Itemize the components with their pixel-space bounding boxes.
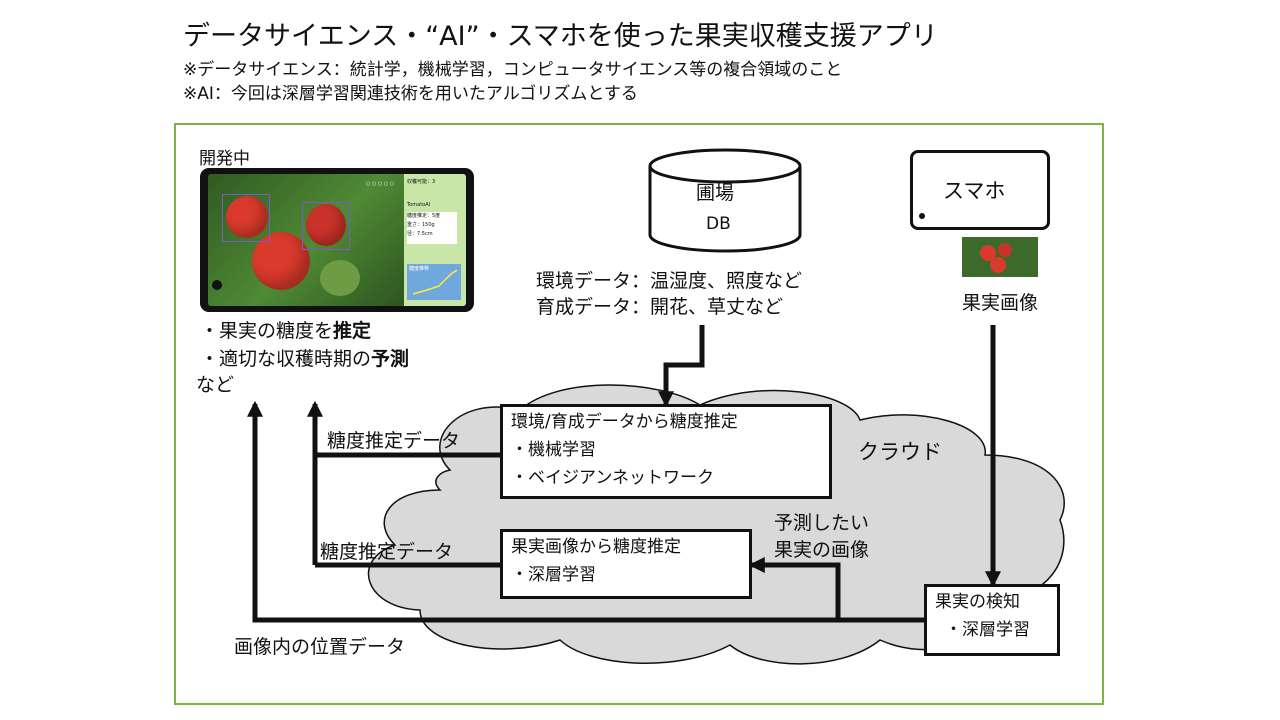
image-estimation-box: 果実画像から糖度推定 ・深層学習: [500, 529, 752, 599]
fruit-detection-title: 果実の検知: [935, 592, 1020, 612]
page-title: データサイエンス・“AI”・スマホを使った果実収穫支援アプリ: [183, 21, 938, 52]
app-feature-1: ・果実の糖度を推定: [200, 320, 372, 342]
smartphone-label: スマホ: [943, 179, 1006, 203]
fruit-photo: [962, 237, 1038, 277]
app-status-label: 開発中: [199, 149, 250, 169]
diagram-panel: [174, 123, 1104, 705]
smartphone-device: スマホ: [910, 150, 1050, 230]
app-feature-etc: など: [196, 374, 235, 396]
db-sub: DB: [706, 214, 731, 234]
predict-image-label-2: 果実の画像: [774, 539, 870, 561]
camera-dot: [212, 280, 222, 290]
fruit-image-caption: 果実画像: [962, 292, 1039, 314]
sugar-data-label-1: 糖度推定データ: [327, 430, 461, 452]
fruit-detection-box: 果実の検知 ・深層学習: [924, 584, 1060, 656]
env-growth-estimation-box: 環境/育成データから糖度推定 ・機械学習 ・ベイジアンネットワーク: [500, 404, 832, 499]
app-screenshot: ○ ○ ○ ○ ○ 収穫可能：3 TomatoAI 糖度推定：5度 重さ：150…: [200, 168, 474, 312]
tomato-3: [306, 204, 346, 246]
graph-label: 糖度推移: [409, 266, 430, 272]
photo-tomato-2: [998, 243, 1012, 257]
detection-box-2: [302, 202, 350, 250]
env-growth-title: 環境/育成データから糖度推定: [511, 412, 738, 432]
status-icons: ○ ○ ○ ○ ○: [366, 181, 395, 187]
app-name-label: TomatoAI: [407, 202, 431, 208]
note-ai: ※AI：今回は深層学習関連技術を用いたアルゴリズムとする: [183, 84, 638, 104]
phone-home-button: [919, 213, 925, 219]
position-data-label: 画像内の位置データ: [234, 636, 406, 658]
db-growth-data: 育成データ：開花、草丈など: [536, 296, 784, 318]
predict-image-label-1: 予測したい: [774, 512, 870, 534]
sugar-data-label-2: 糖度推定データ: [320, 541, 454, 563]
image-estimation-method: ・深層学習: [511, 565, 596, 585]
image-estimation-title: 果実画像から糖度推定: [511, 537, 681, 557]
fruit-detection-method: ・深層学習: [945, 620, 1030, 640]
env-growth-method-1: ・機械学習: [511, 440, 596, 460]
env-growth-method-2: ・ベイジアンネットワーク: [511, 468, 714, 488]
detection-box-1: [222, 194, 270, 242]
photo-tomato-3: [990, 257, 1006, 273]
note-data-science: ※データサイエンス：統計学，機械学習，コンピュータサイエンス等の複合領域のこと: [183, 60, 843, 80]
info-panel: 収穫可能：3 TomatoAI 糖度推定：5度 重さ：150g 径：7.5cm …: [404, 174, 466, 306]
green-tomato: [320, 260, 360, 296]
stat-weight: 重さ：150g: [407, 222, 435, 228]
stat-diameter: 径：7.5cm: [407, 231, 433, 237]
cloud-label: クラウド: [858, 440, 942, 464]
db-name: 圃場: [696, 182, 735, 204]
app-screen: ○ ○ ○ ○ ○ 収穫可能：3 TomatoAI 糖度推定：5度 重さ：150…: [208, 174, 466, 306]
harvest-count: 収穫可能：3: [407, 179, 436, 185]
photo-tomato-1: [980, 245, 996, 261]
trend-graph: 糖度推移: [407, 264, 461, 300]
stat-sugar: 糖度推定：5度: [407, 213, 441, 219]
db-env-data: 環境データ：温湿度、照度など: [536, 270, 803, 292]
app-feature-2: ・適切な収穫時期の予測: [200, 348, 410, 370]
trend-line: [412, 269, 458, 295]
fruit-stats: 糖度推定：5度 重さ：150g 径：7.5cm: [407, 212, 457, 244]
tomato-1: [226, 196, 268, 238]
